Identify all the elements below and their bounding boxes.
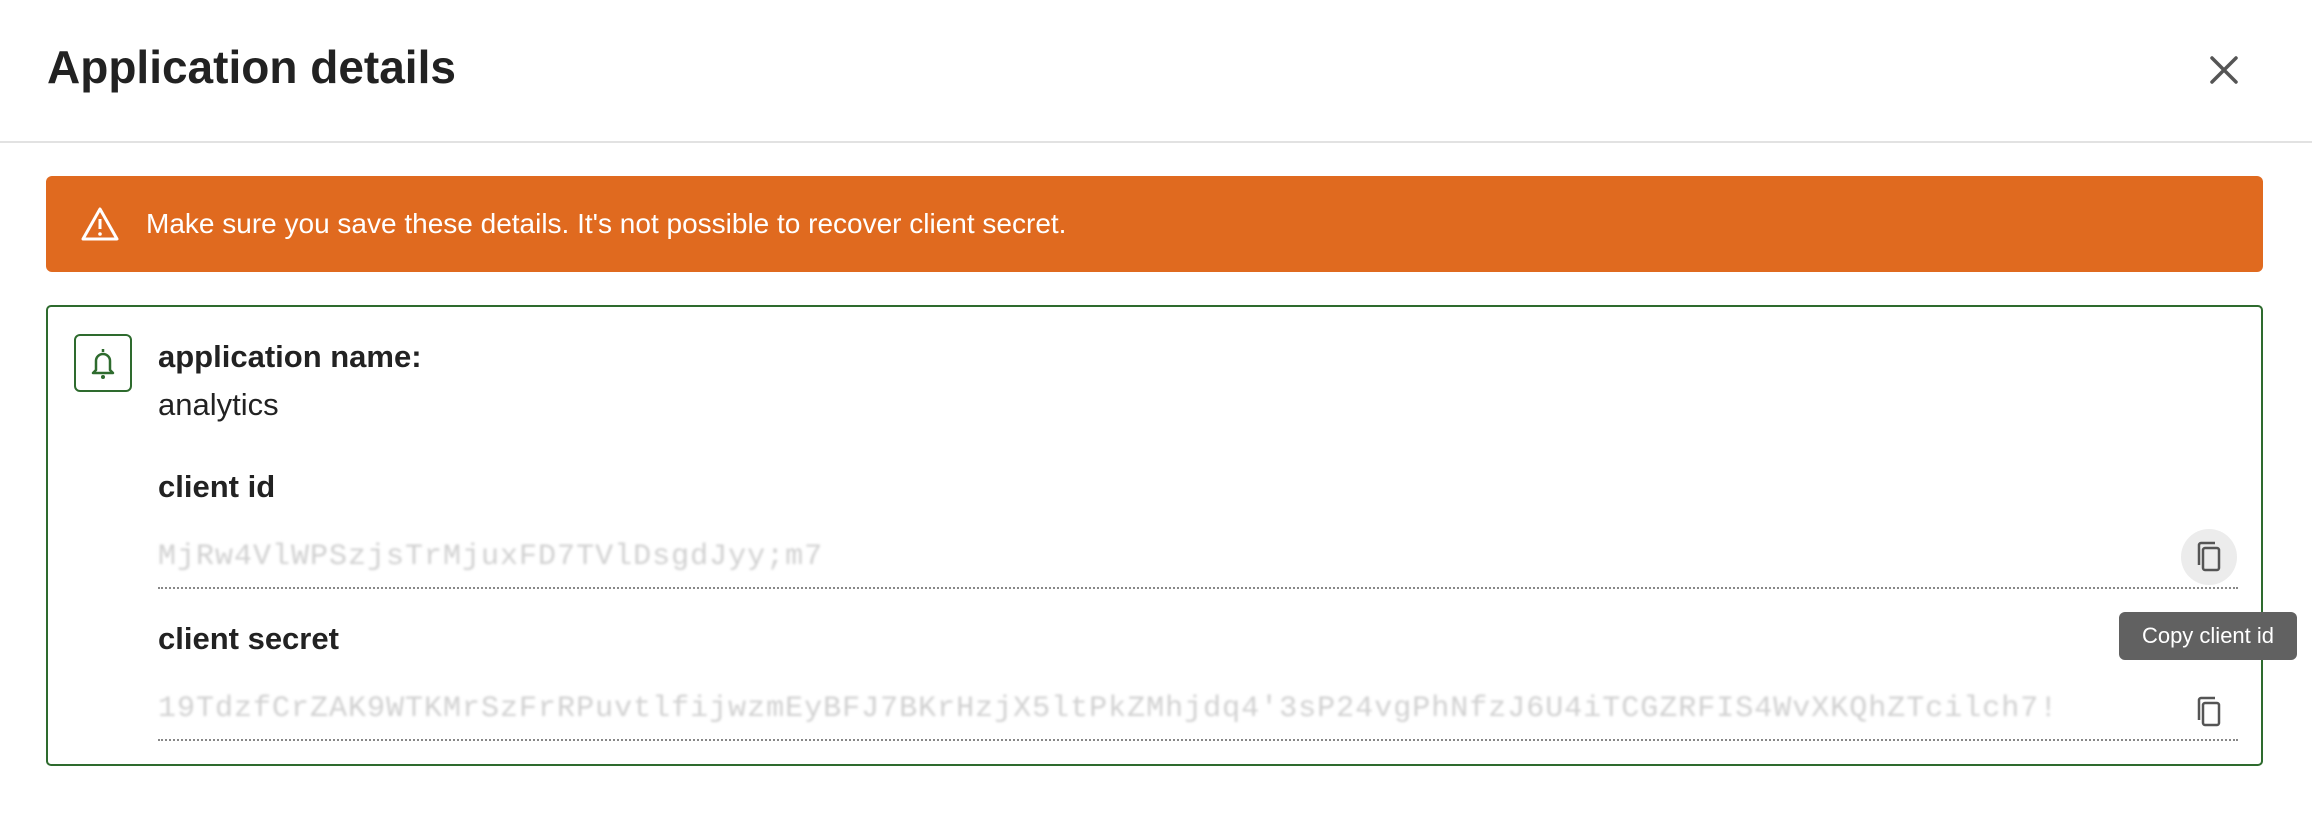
copy-tooltip: Copy client id — [2119, 612, 2297, 660]
dialog-header: Application details — [0, 0, 2312, 143]
client-id-underline — [158, 587, 2238, 589]
alert-message: Make sure you save these details. It's n… — [146, 208, 1067, 239]
client-secret-value[interactable]: 19TdzfCrZAK9WTKMrSzFrRPuvtlfijwzmEyBFJ7B… — [158, 692, 2059, 726]
copy-icon — [2197, 696, 2221, 727]
client-secret-underline — [158, 739, 2238, 741]
client-secret-label: client secret — [158, 621, 339, 656]
application-details-card: application name: analytics client id Mj… — [46, 305, 2263, 766]
copy-client-id-button[interactable] — [2181, 529, 2237, 585]
warning-icon — [81, 207, 119, 241]
close-icon — [2210, 56, 2238, 84]
bell-icon-box — [74, 334, 132, 392]
warning-alert: Make sure you save these details. It's n… — [46, 176, 2263, 272]
app-name-label: application name: — [158, 339, 422, 374]
client-id-label: client id — [158, 469, 276, 504]
copy-icon — [2197, 541, 2221, 572]
bell-icon — [91, 349, 115, 379]
close-button[interactable] — [2200, 46, 2248, 94]
copy-client-secret-button[interactable] — [2181, 684, 2237, 740]
client-id-value[interactable]: MjRw4VlWPSzjsTrMjuxFD7TVlDsgdJyy;m7 — [158, 540, 824, 574]
app-name-value: analytics — [158, 387, 279, 422]
dialog-title: Application details — [47, 41, 456, 93]
